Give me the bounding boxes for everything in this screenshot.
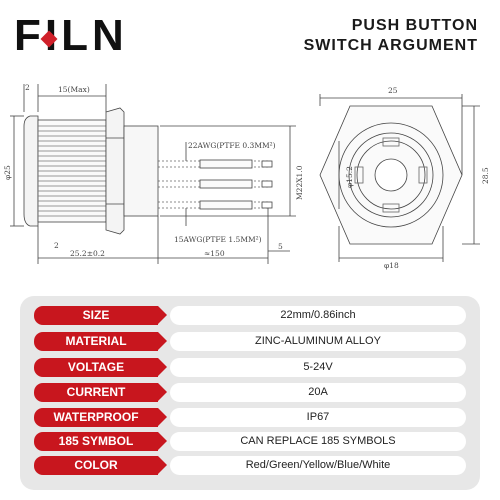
spec-row-waterproof: WATERPROOF IP67 (34, 408, 466, 427)
spec-value: 5-24V (170, 358, 466, 377)
heading-line-1: PUSH BUTTON (351, 17, 478, 34)
spec-label: VOLTAGE (34, 358, 167, 377)
spec-panel: SIZE 22mm/0.86inch MATERIAL ZINC-ALUMINU… (20, 296, 480, 490)
spec-value: 20A (170, 383, 466, 402)
dim-flange: 2 (25, 83, 30, 92)
dim-wire-large: 15AWG(PTFE 1.5MM²) (174, 235, 262, 244)
spec-row-material: MATERIAL ZINC-ALUMINUM ALLOY (34, 332, 466, 351)
spec-label: CURRENT (34, 383, 167, 402)
brand-name: FILN (14, 11, 128, 60)
page-heading: PUSH BUTTON SWITCH ARGUMENT (304, 16, 478, 56)
dim-wire-length: ≈150 (204, 249, 225, 258)
front-view (319, 94, 480, 262)
side-view (10, 84, 296, 264)
dim-strip-length: 5 (278, 242, 283, 251)
spec-value: 22mm/0.86inch (170, 306, 466, 325)
dim-outer-diameter: φ25 (3, 165, 12, 180)
dim-front-width: 25 (388, 86, 398, 95)
brand-logo: FILN (14, 14, 174, 60)
spec-row-185-symbol: 185 SYMBOL CAN REPLACE 185 SYMBOLS (34, 432, 466, 451)
spec-row-current: CURRENT 20A (34, 383, 466, 402)
spec-row-color: COLOR Red/Green/Yellow/Blue/White (34, 456, 466, 475)
dim-thread-length: 15(Max) (58, 85, 90, 94)
spec-label: SIZE (34, 306, 167, 325)
dim-body-length: 25.2±0.2 (70, 249, 105, 258)
spec-value: Red/Green/Yellow/Blue/White (170, 456, 466, 475)
spec-row-size: SIZE 22mm/0.86inch (34, 306, 466, 325)
dim-front-height: 28.5 (481, 167, 490, 184)
dim-front-outer-diameter: φ18 (384, 261, 399, 270)
spec-value: IP67 (170, 408, 466, 427)
spec-label: WATERPROOF (34, 408, 167, 427)
spec-label: COLOR (34, 456, 167, 475)
technical-drawing: 2 15(Max) φ25 22AWG(PTFE 0.3MM²) 15AWG(P… (3, 83, 490, 270)
spec-label: 185 SYMBOL (34, 432, 167, 451)
dim-flange-bottom: 2 (54, 241, 59, 250)
dim-inner-diameter: φ15.2 (345, 166, 354, 188)
spec-row-voltage: VOLTAGE 5-24V (34, 358, 466, 377)
spec-value: CAN REPLACE 185 SYMBOLS (170, 432, 466, 451)
dim-wire-small: 22AWG(PTFE 0.3MM²) (188, 141, 276, 150)
dim-thread-spec: M22X1.0 (295, 165, 304, 200)
heading-line-2: SWITCH ARGUMENT (303, 37, 478, 54)
spec-value: ZINC-ALUMINUM ALLOY (170, 332, 466, 351)
spec-label: MATERIAL (34, 332, 167, 351)
